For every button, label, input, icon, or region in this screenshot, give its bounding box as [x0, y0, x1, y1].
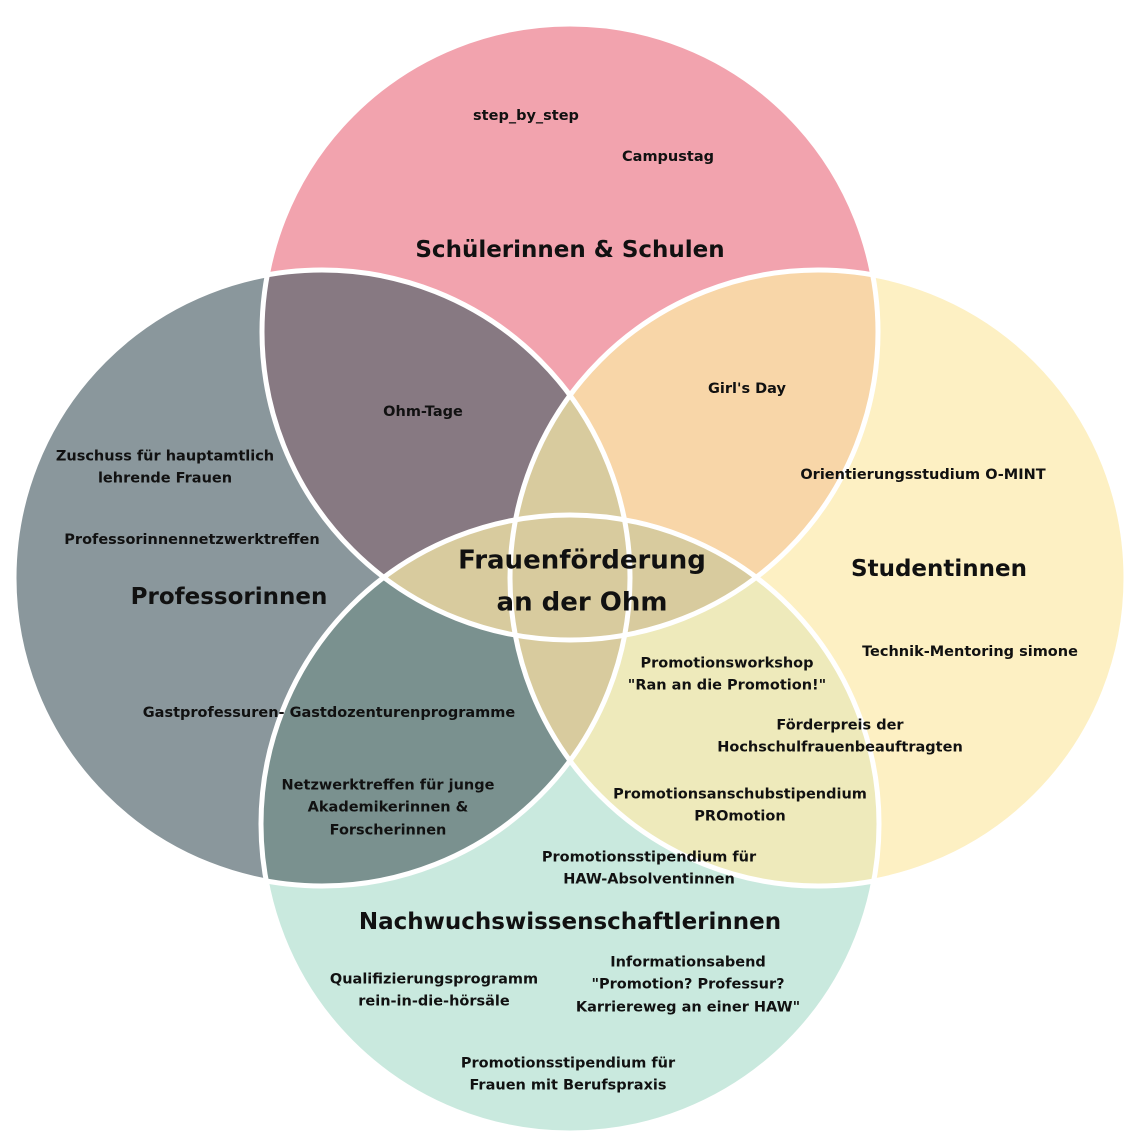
item-girls-day: Girl's Day [708, 380, 786, 397]
item-anschub-line2: PROmotion [694, 809, 786, 825]
item-foerderpreis-line2: Hochschulfrauenbeauftragten [717, 740, 963, 756]
item-ohm-tage: Ohm-Tage [383, 403, 463, 420]
item-professorinnennetzwerk: Professorinnennetzwerktreffen [64, 531, 320, 548]
center-title-line1: Frauenförderung [458, 545, 706, 576]
category-left: Professorinnen [130, 584, 328, 611]
item-zuschuss-line2: lehrende Frauen [97, 471, 233, 487]
item-stipendium-haw: Promotionsstipendium für HAW-Absolventin… [542, 847, 756, 892]
item-haw-line2: HAW-Absolventinnen [563, 872, 735, 888]
item-info-line2: "Promotion? Professur? [591, 976, 785, 993]
item-zuschuss: Zuschuss für hauptamtlich lehrende Fraue… [56, 446, 274, 491]
item-quali-line2: rein-in-die-hörsäle [358, 994, 510, 1010]
item-gastprofessuren: Gastprofessuren- Gastdozenturenprogramme [142, 704, 516, 721]
outline-bottom [258, 512, 882, 1136]
item-netzwerktreffen-junge: Netzwerktreffen für junge Akademikerinne… [282, 774, 495, 841]
outline-left [11, 267, 633, 889]
item-netzwerktreffen-line3: Forscherinnen [329, 822, 447, 839]
center-title: Frauenförderung an der Ohm [458, 540, 706, 623]
item-o-mint: Orientierungsstudium O-MINT [800, 466, 1046, 483]
item-zuschuss-line1: Zuschuss für hauptamtlich [55, 448, 275, 465]
item-promotionsworkshop-line2: "Ran an die Promotion!" [627, 678, 827, 694]
item-haw-line1: Promotionsstipendium für [541, 849, 757, 866]
item-beruf-line1: Promotionsstipendium für [460, 1055, 676, 1072]
outline-top [259, 21, 881, 643]
item-informationsabend: Informationsabend "Promotion? Professur?… [576, 951, 800, 1018]
item-netzwerktreffen-line2: Akademikerinnen & [307, 799, 469, 816]
item-promotionsanschub: Promotionsanschubstipendium PROmotion [613, 784, 867, 829]
item-info-line1: Informationsabend [610, 954, 766, 971]
item-anschub-line1: Promotionsanschubstipendium [613, 786, 867, 803]
item-step-by-step: step_by_step [473, 107, 579, 124]
item-beruf-line2: Frauen mit Berufspraxis [469, 1078, 667, 1094]
item-netzwerktreffen-line1: Netzwerktreffen für junge [281, 777, 495, 794]
outline-right [507, 267, 1129, 889]
category-bottom: Nachwuchswissenschaftlerinnen [358, 909, 782, 936]
item-promotionsworkshop: Promotionsworkshop "Ran an die Promotion… [628, 653, 826, 698]
item-campustag: Campustag [622, 148, 714, 165]
item-foerderpreis-line1: Förderpreis der [776, 717, 904, 734]
category-right: Studentinnen [851, 556, 1027, 583]
item-info-line3: Karriereweg an einer HAW" [575, 999, 801, 1016]
item-quali-line1: Qualifizierungsprogramm [329, 971, 539, 988]
item-stipendium-berufspraxis: Promotionsstipendium für Frauen mit Beru… [461, 1053, 675, 1098]
item-foerderpreis: Förderpreis der Hochschulfrauenbeauftrag… [717, 715, 963, 760]
category-top: Schülerinnen & Schulen [415, 237, 725, 264]
item-qualifizierungsprogramm: Qualifizierungsprogramm rein-in-die-hörs… [330, 969, 538, 1014]
center-title-line2: an der Ohm [496, 587, 668, 617]
item-technik-mentoring: Technik-Mentoring simone [862, 643, 1078, 660]
item-promotionsworkshop-line1: Promotionsworkshop [640, 655, 814, 672]
